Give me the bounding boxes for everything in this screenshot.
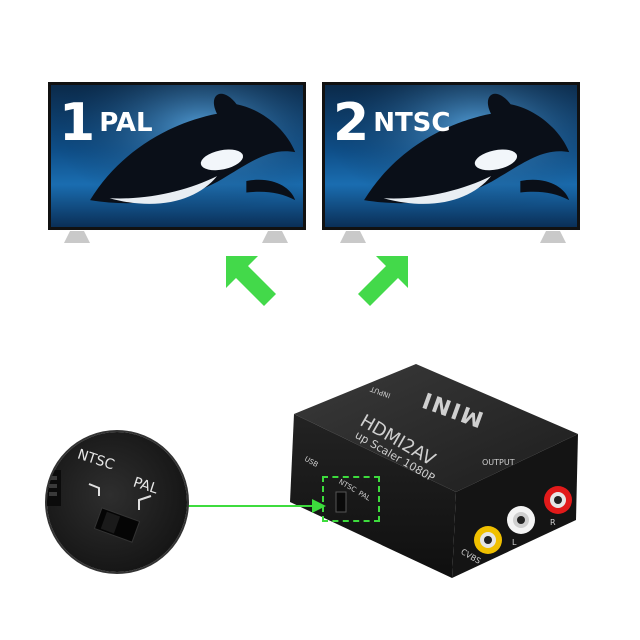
device-l-label: L xyxy=(512,538,517,547)
tv-right-standard: NTSC xyxy=(373,108,451,138)
tv-right-stand-right xyxy=(540,230,566,243)
switch-icon xyxy=(47,470,152,543)
hdmi2av-converter xyxy=(290,364,578,578)
tv-left-stand-right xyxy=(262,230,288,243)
device-output-label: OUTPUT xyxy=(482,458,515,467)
tv-left-number: 1 xyxy=(59,93,96,153)
tv-right-stand-left xyxy=(340,230,366,243)
tv-left-stand-left xyxy=(64,230,90,243)
orca-image xyxy=(51,85,303,227)
device-r-label: R xyxy=(550,518,556,527)
arrow-up-right-icon xyxy=(358,256,408,306)
callout-line xyxy=(180,499,326,513)
tv-right-number: 2 xyxy=(333,93,370,153)
switch-zoom-circle: NTSC PAL xyxy=(47,432,187,572)
switch-highlight-box xyxy=(322,476,380,522)
orca-image xyxy=(325,85,577,227)
arrow-up-left-icon xyxy=(226,256,276,306)
tv-left-standard: PAL xyxy=(99,108,153,138)
